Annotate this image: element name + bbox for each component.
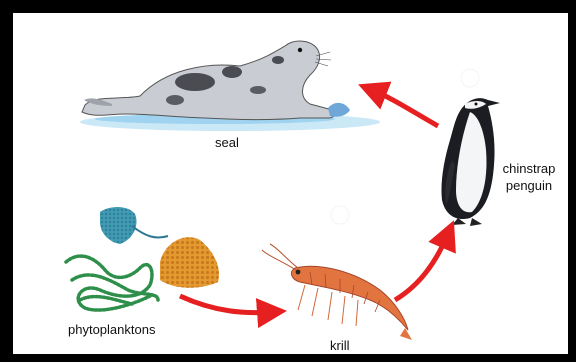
label-phytoplanktons: phytoplanktons	[68, 321, 155, 338]
label-penguin-line1: chinstrap	[494, 160, 564, 177]
label-penguin-line2: penguin	[494, 177, 564, 194]
label-krill: krill	[330, 337, 350, 354]
label-chinstrap-penguin: chinstrap penguin	[494, 160, 564, 194]
label-seal: seal	[215, 134, 239, 151]
